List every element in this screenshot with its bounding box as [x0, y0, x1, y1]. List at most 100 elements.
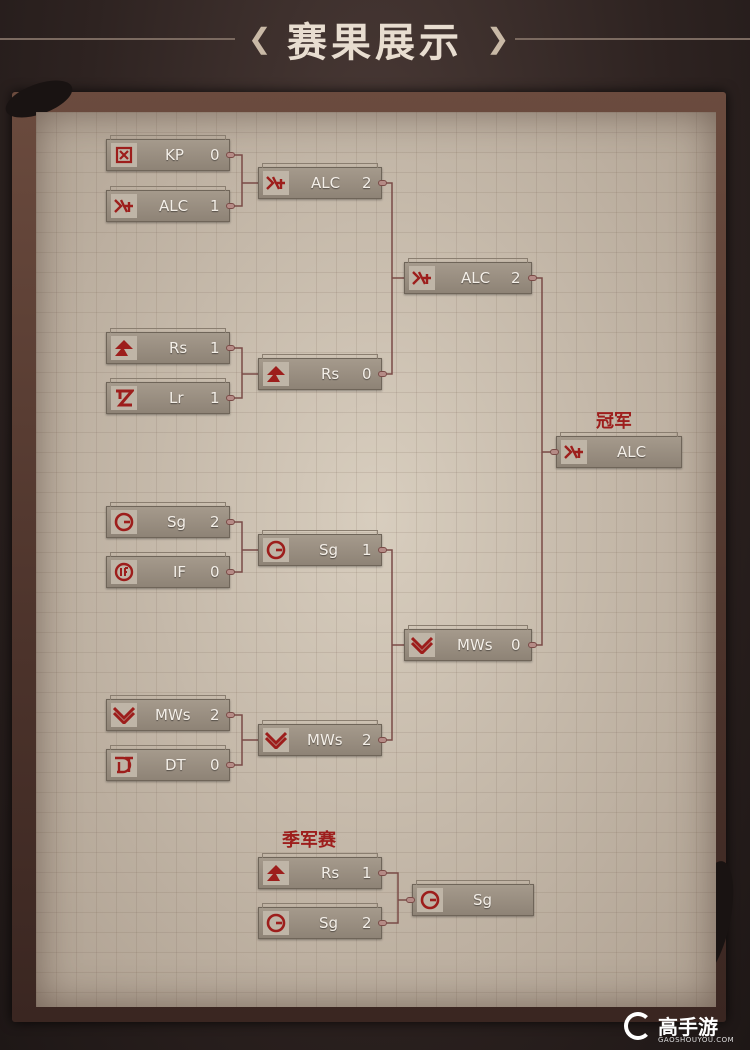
match-slot[interactable]: DT 0	[106, 745, 230, 781]
connector-knob	[226, 519, 235, 525]
team-name: MWs	[155, 706, 191, 724]
watermark-brand: 高手游	[658, 1015, 718, 1039]
team-score: 2	[362, 174, 372, 192]
header: ❮ 赛果展示 ❯	[0, 0, 750, 80]
third-place-winner-slot[interactable]: Sg	[412, 880, 534, 916]
champion-slot[interactable]: ALC	[556, 432, 682, 468]
team-score: 0	[210, 756, 220, 774]
team-name: Sg	[319, 541, 339, 559]
team-score: 0	[210, 563, 220, 581]
connector-knob	[406, 897, 415, 903]
rs-logo-icon	[263, 362, 289, 386]
match-slot[interactable]: Sg 1	[258, 530, 382, 566]
team-score: 2	[210, 513, 220, 531]
champion-label: 冠军	[596, 411, 632, 432]
rs-logo-icon	[111, 336, 137, 360]
team-score: 0	[362, 365, 372, 383]
team-score: 1	[210, 339, 220, 357]
team-score: 0	[210, 146, 220, 164]
sg-logo-icon	[263, 538, 289, 562]
connector-knob	[378, 371, 387, 377]
team-score: 1	[362, 864, 372, 882]
mws-logo-icon	[409, 633, 435, 657]
team-name: MWs	[457, 636, 493, 654]
sg-logo-icon	[111, 510, 137, 534]
sg-logo-icon	[263, 911, 289, 935]
page-title: 赛果展示	[287, 19, 463, 66]
connector-knob	[378, 737, 387, 743]
connector-knob	[378, 870, 387, 876]
match-slot[interactable]: Rs 1	[106, 328, 230, 364]
team-score: 1	[362, 541, 372, 559]
team-score: 0	[511, 636, 521, 654]
alc-logo-icon	[409, 266, 435, 290]
team-name: ALC	[617, 443, 647, 461]
connector-knob	[528, 275, 537, 281]
mws-logo-icon	[263, 728, 289, 752]
team-name: MWs	[307, 731, 343, 749]
team-name: Rs	[321, 365, 340, 383]
connector-knob	[226, 152, 235, 158]
match-slot[interactable]: ALC 2	[258, 163, 382, 199]
match-slot[interactable]: MWs 2	[106, 695, 230, 731]
lr-logo-icon	[111, 386, 137, 410]
match-slot[interactable]: IF 0	[106, 552, 230, 588]
match-slot[interactable]: Sg 2	[258, 903, 382, 939]
team-name: Sg	[167, 513, 187, 531]
connector-knob	[528, 642, 537, 648]
match-slot[interactable]: Lr 1	[106, 378, 230, 414]
header-divider-right	[515, 38, 750, 40]
team-name: DT	[165, 756, 186, 774]
mws-logo-icon	[111, 703, 137, 727]
connector-knob	[226, 345, 235, 351]
alc-logo-icon	[263, 171, 289, 195]
team-score: 1	[210, 389, 220, 407]
if-logo-icon	[111, 560, 137, 584]
team-score: 2	[362, 914, 372, 932]
connector-knob	[378, 180, 387, 186]
alc-logo-icon	[111, 194, 137, 218]
sg-logo-icon	[417, 888, 443, 912]
team-name: Rs	[321, 864, 340, 882]
team-name: Lr	[169, 389, 184, 407]
team-name: Sg	[473, 891, 493, 909]
connector-knob	[226, 712, 235, 718]
match-slot[interactable]: MWs 2	[258, 720, 382, 756]
match-slot[interactable]: ALC 1	[106, 186, 230, 222]
third-place-label: 季军赛	[282, 830, 336, 851]
connector-knob	[226, 203, 235, 209]
alc-logo-icon	[561, 440, 587, 464]
flourish-left-icon: ❮	[248, 22, 272, 55]
team-name: Rs	[169, 339, 188, 357]
connector-knob	[378, 920, 387, 926]
team-name: Sg	[319, 914, 339, 932]
team-score: 2	[362, 731, 372, 749]
rs-logo-icon	[263, 861, 289, 885]
team-score: 2	[511, 269, 521, 287]
header-divider-left	[0, 38, 235, 40]
connector-knob	[226, 762, 235, 768]
team-name: ALC	[311, 174, 341, 192]
connector-knob	[226, 569, 235, 575]
team-name: KP	[165, 146, 184, 164]
match-slot[interactable]: Sg 2	[106, 502, 230, 538]
match-slot[interactable]: KP 0	[106, 135, 230, 171]
team-name: ALC	[461, 269, 491, 287]
match-slot[interactable]: Rs 1	[258, 853, 382, 889]
team-name: ALC	[159, 197, 189, 215]
team-name: IF	[173, 563, 187, 581]
connector-knob	[378, 547, 387, 553]
gaoshouyou-logo-icon	[624, 1012, 652, 1040]
match-slot[interactable]: MWs 0	[404, 625, 532, 661]
match-slot[interactable]: ALC 2	[404, 258, 532, 294]
kp-logo-icon	[111, 143, 137, 167]
connector-knob	[226, 395, 235, 401]
dt-logo-icon	[111, 753, 137, 777]
match-slot[interactable]: Rs 0	[258, 354, 382, 390]
connector-knob	[550, 449, 559, 455]
site-watermark: 高手游 GAOSHOUYOU.COM	[620, 1008, 745, 1048]
watermark-domain: GAOSHOUYOU.COM	[658, 1036, 735, 1044]
flourish-right-icon: ❯	[486, 22, 510, 55]
team-score: 2	[210, 706, 220, 724]
team-score: 1	[210, 197, 220, 215]
